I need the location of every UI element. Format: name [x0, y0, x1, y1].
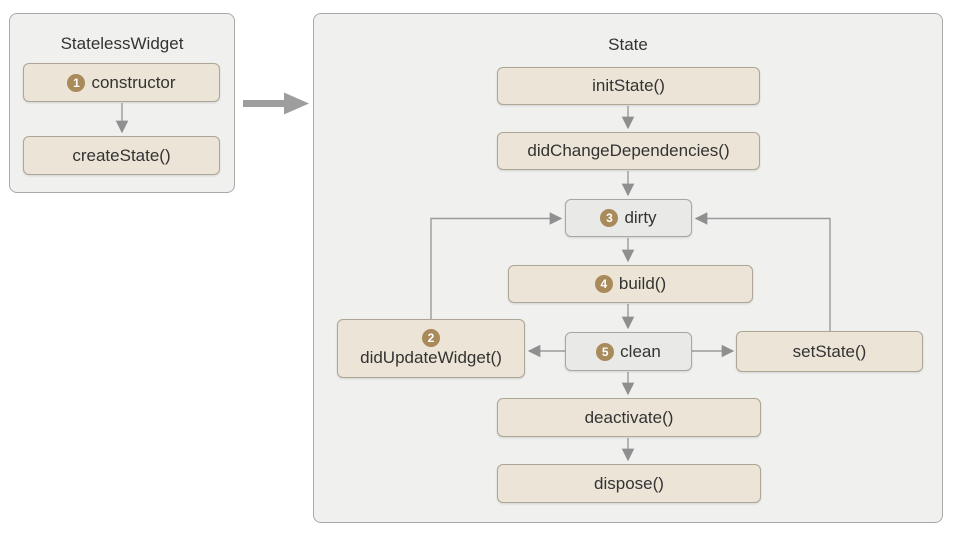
- node-did-change-dependencies: didChangeDependencies(): [497, 132, 760, 170]
- node-build-label: build(): [618, 274, 667, 293]
- node-clean: 5 clean: [565, 332, 692, 371]
- node-init-state-label: initState(): [592, 76, 665, 95]
- node-deactivate-label: deactivate(): [584, 407, 674, 427]
- step-1-badge: 1: [67, 73, 86, 92]
- node-deactivate: deactivate(): [497, 398, 761, 437]
- node-build: 4 build(): [508, 265, 753, 303]
- node-did-update-widget-label: didUpdateWidget(): [360, 347, 502, 367]
- node-dirty-label: dirty: [624, 208, 657, 227]
- panel-transition-arrow: [243, 92, 309, 115]
- node-dispose: dispose(): [497, 464, 761, 503]
- step-2-badge: 2: [422, 328, 440, 347]
- node-constructor: 1 constructor: [23, 63, 220, 102]
- node-constructor-label: constructor: [91, 72, 176, 92]
- stateless-widget-panel-title: StatelessWidget: [60, 34, 184, 53]
- node-init-state: initState(): [497, 67, 760, 105]
- step-3-badge: 3: [600, 209, 619, 227]
- state-panel-title: State: [608, 35, 648, 54]
- node-clean-label: clean: [620, 341, 661, 361]
- node-dispose-label: dispose(): [594, 473, 664, 493]
- node-create-state-label: createState(): [72, 145, 171, 165]
- step-5-badge: 5: [596, 342, 615, 361]
- node-dirty: 3 dirty: [565, 199, 692, 237]
- node-did-change-dependencies-label: didChangeDependencies(): [527, 141, 730, 160]
- node-set-state: setState(): [736, 331, 923, 372]
- node-did-update-widget: 2 didUpdateWidget(): [337, 319, 525, 378]
- step-4-badge: 4: [594, 275, 613, 293]
- node-create-state: createState(): [23, 136, 220, 175]
- node-set-state-label: setState(): [792, 341, 867, 361]
